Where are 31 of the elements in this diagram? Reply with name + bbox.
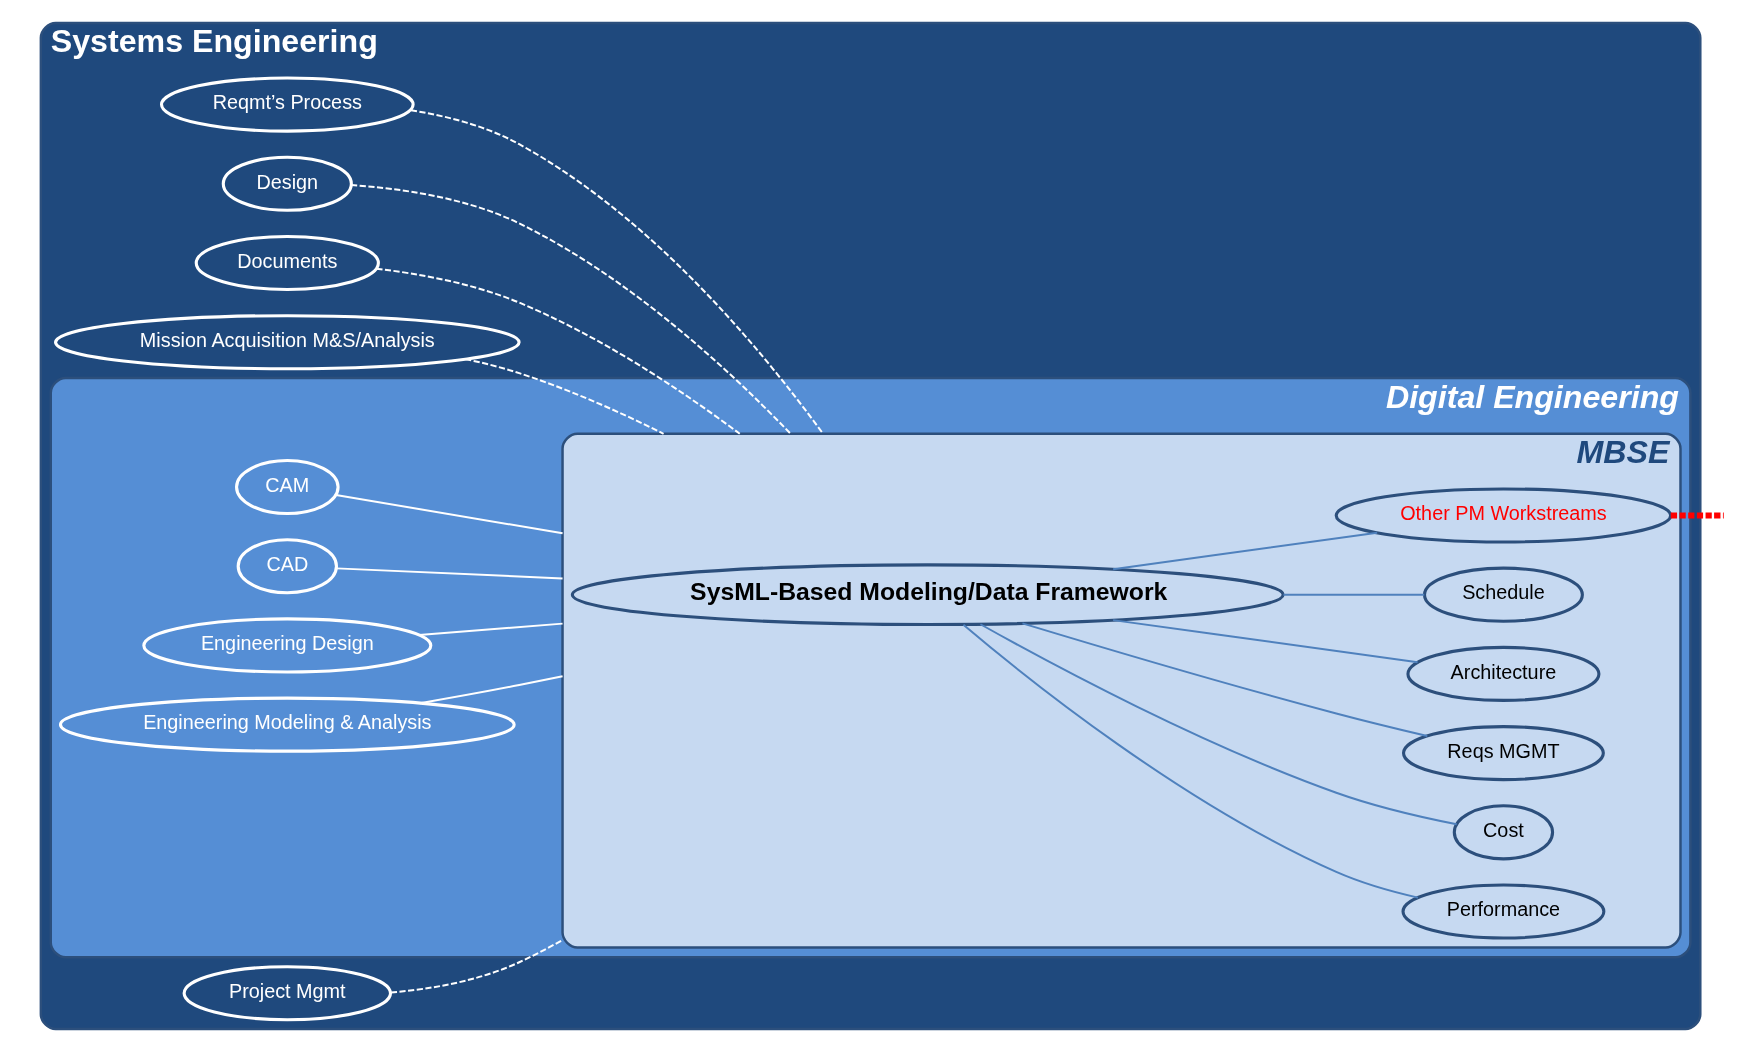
node-ellipse: Performance bbox=[1401, 883, 1605, 940]
connector bbox=[389, 939, 564, 994]
connector bbox=[409, 109, 824, 435]
connector bbox=[349, 184, 792, 435]
node-ellipse: Project Mgmt bbox=[182, 965, 392, 1022]
node-ellipse: Other PM Workstreams bbox=[1334, 487, 1672, 544]
connector bbox=[375, 267, 741, 435]
node-ellipse: Reqs MGMT bbox=[1401, 725, 1605, 782]
node-ellipse: CAM bbox=[234, 458, 340, 516]
node-ellipse: Mission Acquisition M&S/Analysis bbox=[53, 314, 521, 371]
connector bbox=[1111, 619, 1419, 664]
connector bbox=[1111, 531, 1378, 571]
connector bbox=[1020, 622, 1428, 738]
node-ellipse: Cost bbox=[1452, 804, 1554, 861]
node-ellipse: Design bbox=[221, 155, 353, 212]
node-ellipse: Engineering Design bbox=[141, 617, 432, 674]
connector bbox=[334, 494, 564, 535]
connector bbox=[1281, 593, 1425, 596]
node-ellipse: SysML-Based Modeling/Data Framework bbox=[570, 563, 1285, 627]
node-ellipse: Documents bbox=[194, 234, 380, 292]
connector bbox=[335, 567, 564, 580]
node-ellipse: Engineering Modeling & Analysis bbox=[58, 696, 516, 753]
node-ellipse: Reqmt’s Process bbox=[159, 76, 415, 133]
node-ellipse: Schedule bbox=[1422, 566, 1584, 623]
connector bbox=[418, 675, 564, 705]
connector bbox=[978, 623, 1458, 826]
connector bbox=[1670, 512, 1724, 519]
connector bbox=[417, 622, 564, 637]
connector bbox=[961, 623, 1419, 899]
node-ellipse: Architecture bbox=[1405, 645, 1600, 702]
node-ellipse: CAD bbox=[236, 538, 338, 595]
